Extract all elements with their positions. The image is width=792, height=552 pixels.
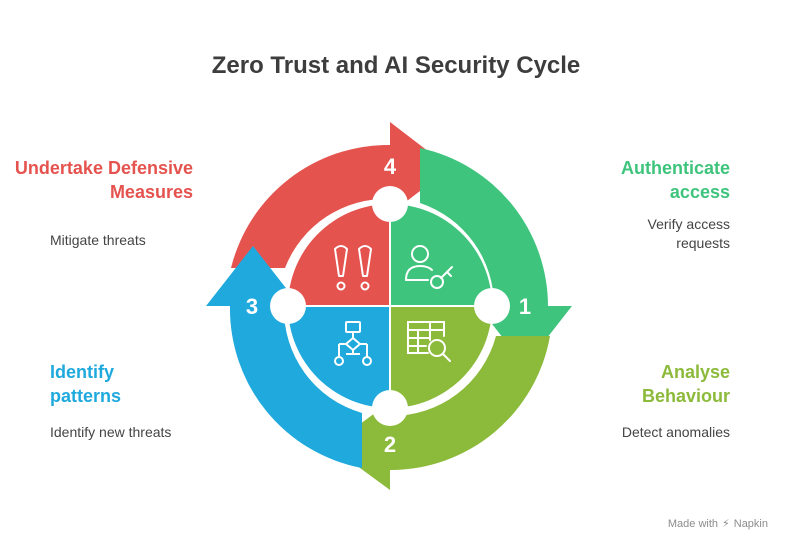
- step-2-description: Detect anomalies: [622, 423, 730, 442]
- step-2-title-line-2: Behaviour: [641, 386, 730, 406]
- step-4-title: Undertake Defensive Measures: [0, 156, 193, 204]
- step-3-arrow: [206, 246, 362, 468]
- watermark: Made with ⚡ Napkin: [667, 517, 768, 531]
- step-4-number: 4: [384, 154, 397, 179]
- step-3-number: 3: [246, 294, 258, 319]
- step-2-description-line-1: Detect anomalies: [621, 424, 730, 440]
- step-4-description: Mitigate threats: [50, 231, 146, 250]
- step-2-arrow: [330, 336, 550, 490]
- hierarchy-icon: [334, 321, 372, 366]
- step-1-description: Verify access requests: [648, 215, 730, 253]
- step-1-title-line-1: Authenticate: [620, 158, 730, 178]
- user-key-icon: [405, 245, 453, 289]
- step-1-description-line-2: requests: [676, 235, 730, 251]
- table-search-icon: [407, 321, 451, 362]
- step-3-description: Identify new threats: [50, 423, 171, 442]
- step-2-title: Analyse Behaviour: [642, 360, 730, 408]
- step-1-title-line-2: access: [669, 182, 730, 202]
- page-title: Zero Trust and AI Security Cycle: [211, 52, 581, 79]
- step-4-arrow: [231, 122, 450, 268]
- step-3-description-line-1: Identify new threats: [50, 424, 172, 440]
- watermark-brand: Napkin: [733, 517, 768, 530]
- quadrant-top-left: [288, 204, 390, 306]
- watermark-prefix: Made with: [667, 517, 719, 530]
- quadrant-bottom-right: [390, 306, 492, 408]
- step-4-description-line-1: Mitigate threats: [50, 232, 146, 248]
- cycle-arrows: [206, 122, 572, 490]
- step-3-title-line-2: patterns: [50, 386, 122, 406]
- step-1-arrow: [420, 148, 572, 366]
- step-3-title: Identify patterns: [50, 360, 121, 408]
- step-1-number: 1: [519, 294, 531, 319]
- exclamation-icon: [334, 245, 372, 291]
- step-2-number: 2: [384, 432, 396, 457]
- napkin-logo-icon: ⚡: [722, 518, 730, 530]
- step-1-title: Authenticate access: [621, 156, 730, 204]
- step-4-title-line-1: Undertake Defensive: [14, 158, 193, 178]
- step-1-description-line-1: Verify access: [647, 216, 730, 232]
- inner-quadrants: [270, 186, 510, 426]
- step-3-title-line-1: Identify: [50, 362, 115, 382]
- step-4-title-line-2: Measures: [109, 182, 193, 202]
- step-2-title-line-1: Analyse: [660, 362, 730, 382]
